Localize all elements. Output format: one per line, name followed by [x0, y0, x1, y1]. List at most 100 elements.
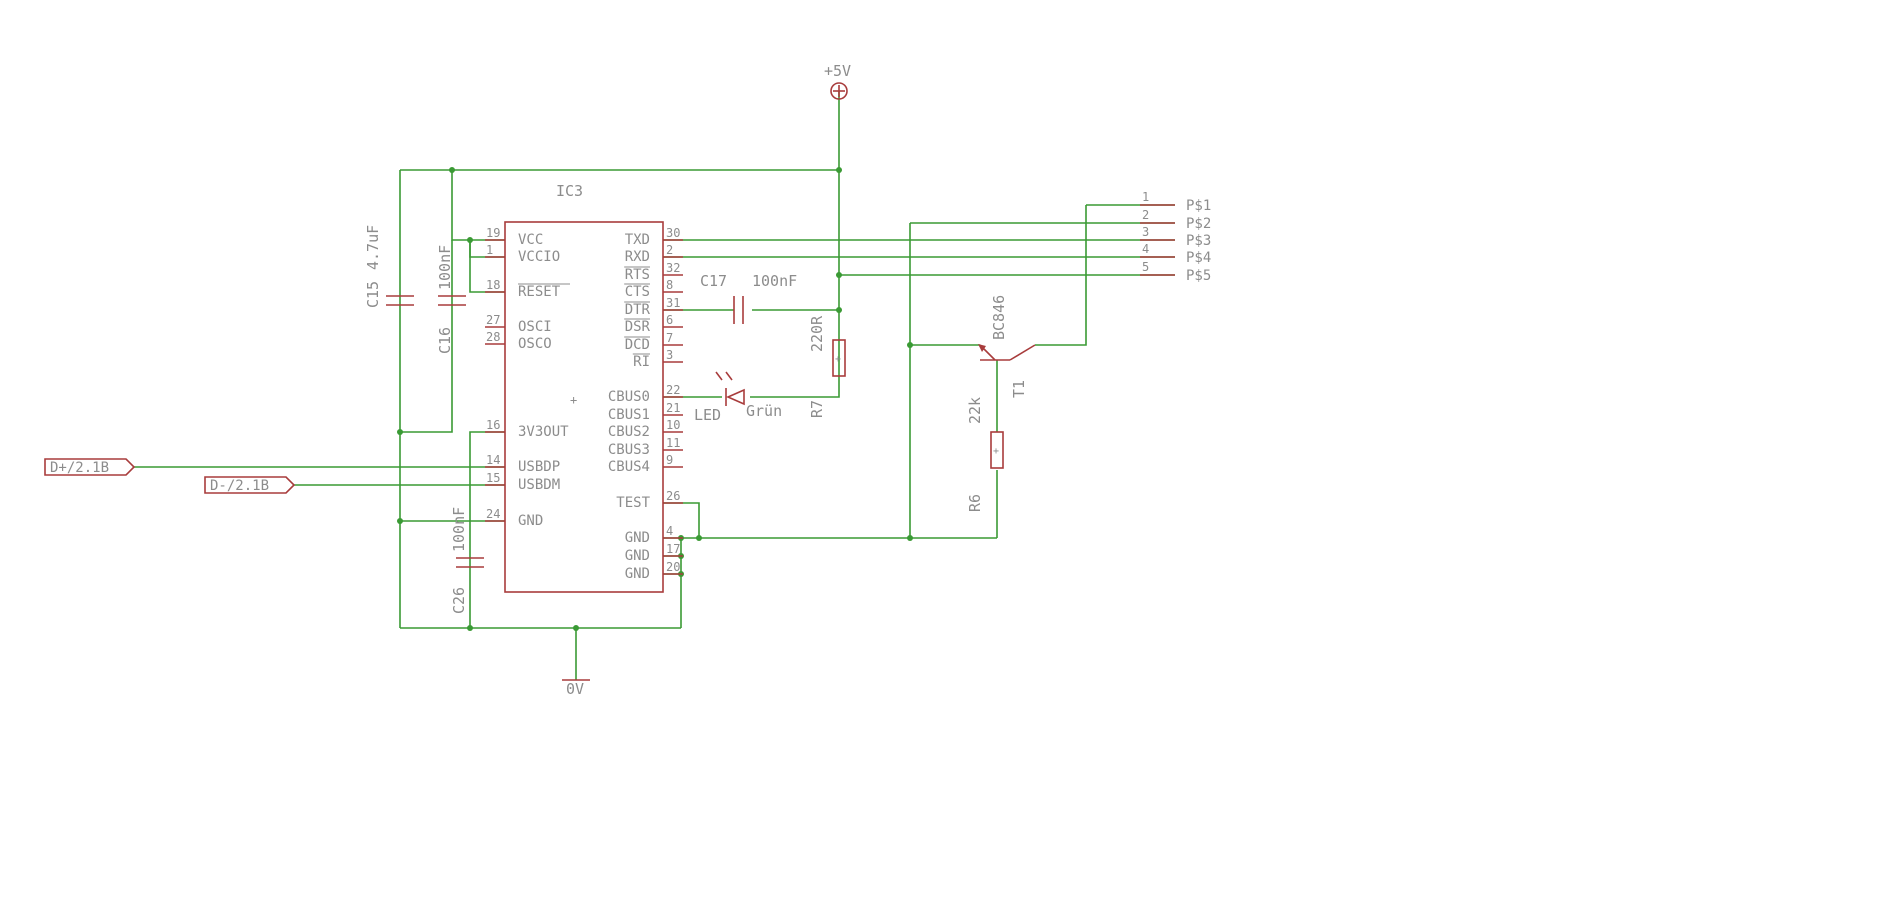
pin-name: GND	[625, 548, 650, 564]
connector-pin-name: P$1	[1186, 198, 1211, 214]
ic-pin-left-14: 14 USBDP	[485, 453, 560, 475]
c16-name: C16	[436, 327, 454, 354]
ic-pin-right-3: 3RI	[632, 348, 683, 370]
c26-name: C26	[450, 587, 468, 614]
pin-name: CBUS2	[608, 424, 650, 440]
pin-name: GND	[625, 530, 650, 546]
ic-pin-left-16: 16 3V3OUT	[485, 418, 569, 440]
capacitor-c17: C17 100nF	[700, 272, 797, 324]
svg-text:+: +	[835, 354, 841, 365]
pin-number: 21	[666, 401, 680, 415]
ic-pin-right-2: 2 RXD	[625, 243, 683, 265]
connector-pin-number: 3	[1142, 225, 1149, 239]
svg-text:+: +	[993, 446, 999, 457]
pin-name: DSR	[625, 319, 651, 335]
t1-name: T1	[1010, 380, 1028, 398]
pin-number: 19	[486, 226, 500, 240]
pin-number: 1	[486, 243, 493, 257]
pin-name: CBUS3	[608, 442, 650, 458]
pin-number: 32	[666, 261, 680, 275]
connector-pin-name: P$5	[1186, 268, 1211, 284]
ic-pin-right-30: 30 TXD	[625, 226, 683, 248]
pin-name: DCD	[625, 337, 650, 353]
resistor-r7: + R7 220R	[808, 315, 846, 418]
pin-number: 28	[486, 330, 500, 344]
pin-number: 10	[666, 418, 680, 432]
ic-pin-right-8: 8 CTS	[624, 278, 683, 300]
ic-pin-right-11: 11 CBUS3	[608, 436, 683, 458]
pin-name: USBDP	[518, 459, 560, 475]
ic-pin-right-21: 21 CBUS1	[608, 401, 683, 423]
pin-name: TXD	[625, 232, 650, 248]
pin-number: 27	[486, 313, 500, 327]
pin-number: 22	[666, 383, 680, 397]
pin-number: 26	[666, 489, 680, 503]
pin-name: TEST	[616, 495, 650, 511]
pin-number: 6	[666, 313, 673, 327]
ic-pin-right-9: 9 CBUS4	[608, 453, 683, 475]
pin-name: RTS	[625, 267, 650, 283]
pin-number: 24	[486, 507, 500, 521]
vcc-label: +5V	[824, 62, 851, 80]
pin-name: OSCO	[518, 336, 552, 352]
pin-number: 2	[666, 243, 673, 257]
port-dplus: D+/2.1B	[44, 458, 136, 476]
r7-value: 220R	[808, 315, 826, 352]
pin-name: 3V3OUT	[518, 424, 569, 440]
r7-name: R7	[808, 400, 826, 418]
connector-pin-number: 2	[1142, 208, 1149, 222]
capacitor-c16: C16 100nF	[436, 245, 466, 354]
capacitor-c26: C26 100nF	[450, 507, 484, 614]
connector-pin-3: 3P$3	[1140, 225, 1211, 249]
connector-pin-4: 4P$4	[1140, 242, 1211, 266]
vcc-supply-symbol: +5V	[824, 62, 851, 100]
c16-value: 100nF	[436, 245, 454, 290]
ic-pin-right-32: 32 RTS	[624, 261, 683, 283]
junctions	[397, 167, 913, 631]
pin-number: 30	[666, 226, 680, 240]
pin-number: 31	[666, 296, 680, 310]
pin-number: 8	[666, 278, 673, 292]
connector-pin-number: 5	[1142, 260, 1149, 274]
c15-value: 4.7uF	[364, 225, 382, 270]
pin-number: 20	[666, 560, 680, 574]
gnd-supply-symbol: 0V	[562, 679, 590, 698]
port-dminus: D-/2.1B	[204, 476, 296, 494]
r6-name: R6	[966, 494, 984, 512]
pin-name: CBUS4	[608, 459, 650, 475]
pin-name: VCC	[518, 232, 543, 248]
pin-name: USBDM	[518, 477, 560, 493]
pin-name: CTS	[625, 284, 650, 300]
pin-number: 16	[486, 418, 500, 432]
connector-pin-2: 2P$2	[1140, 208, 1211, 232]
transistor-t1: BC846 T1	[978, 295, 1036, 398]
pin-number: 7	[666, 331, 673, 345]
c26-value: 100nF	[450, 507, 468, 552]
pin-name: RXD	[625, 249, 650, 265]
port-dminus-label: D-/2.1B	[210, 478, 269, 494]
t1-value: BC846	[990, 295, 1008, 340]
pin-number: 17	[666, 542, 680, 556]
pin-number: 9	[666, 453, 673, 467]
pin-name: GND	[518, 513, 543, 529]
pin-number: 14	[486, 453, 500, 467]
led-name: LED	[694, 406, 721, 424]
ic-pin-right-26: 26 TEST	[616, 489, 683, 511]
c15-name: C15	[364, 281, 382, 308]
c17-name: C17	[700, 272, 727, 290]
pin-name: CBUS1	[608, 407, 650, 423]
ic-pin-right-6: 6 DSR	[624, 313, 683, 335]
connector-pin-1: 1P$1	[1140, 190, 1211, 214]
pin-name: VCCIO	[518, 249, 560, 265]
pin-number: 11	[666, 436, 680, 450]
connector-pin-name: P$4	[1186, 250, 1211, 266]
connector-pin-number: 4	[1142, 242, 1149, 256]
